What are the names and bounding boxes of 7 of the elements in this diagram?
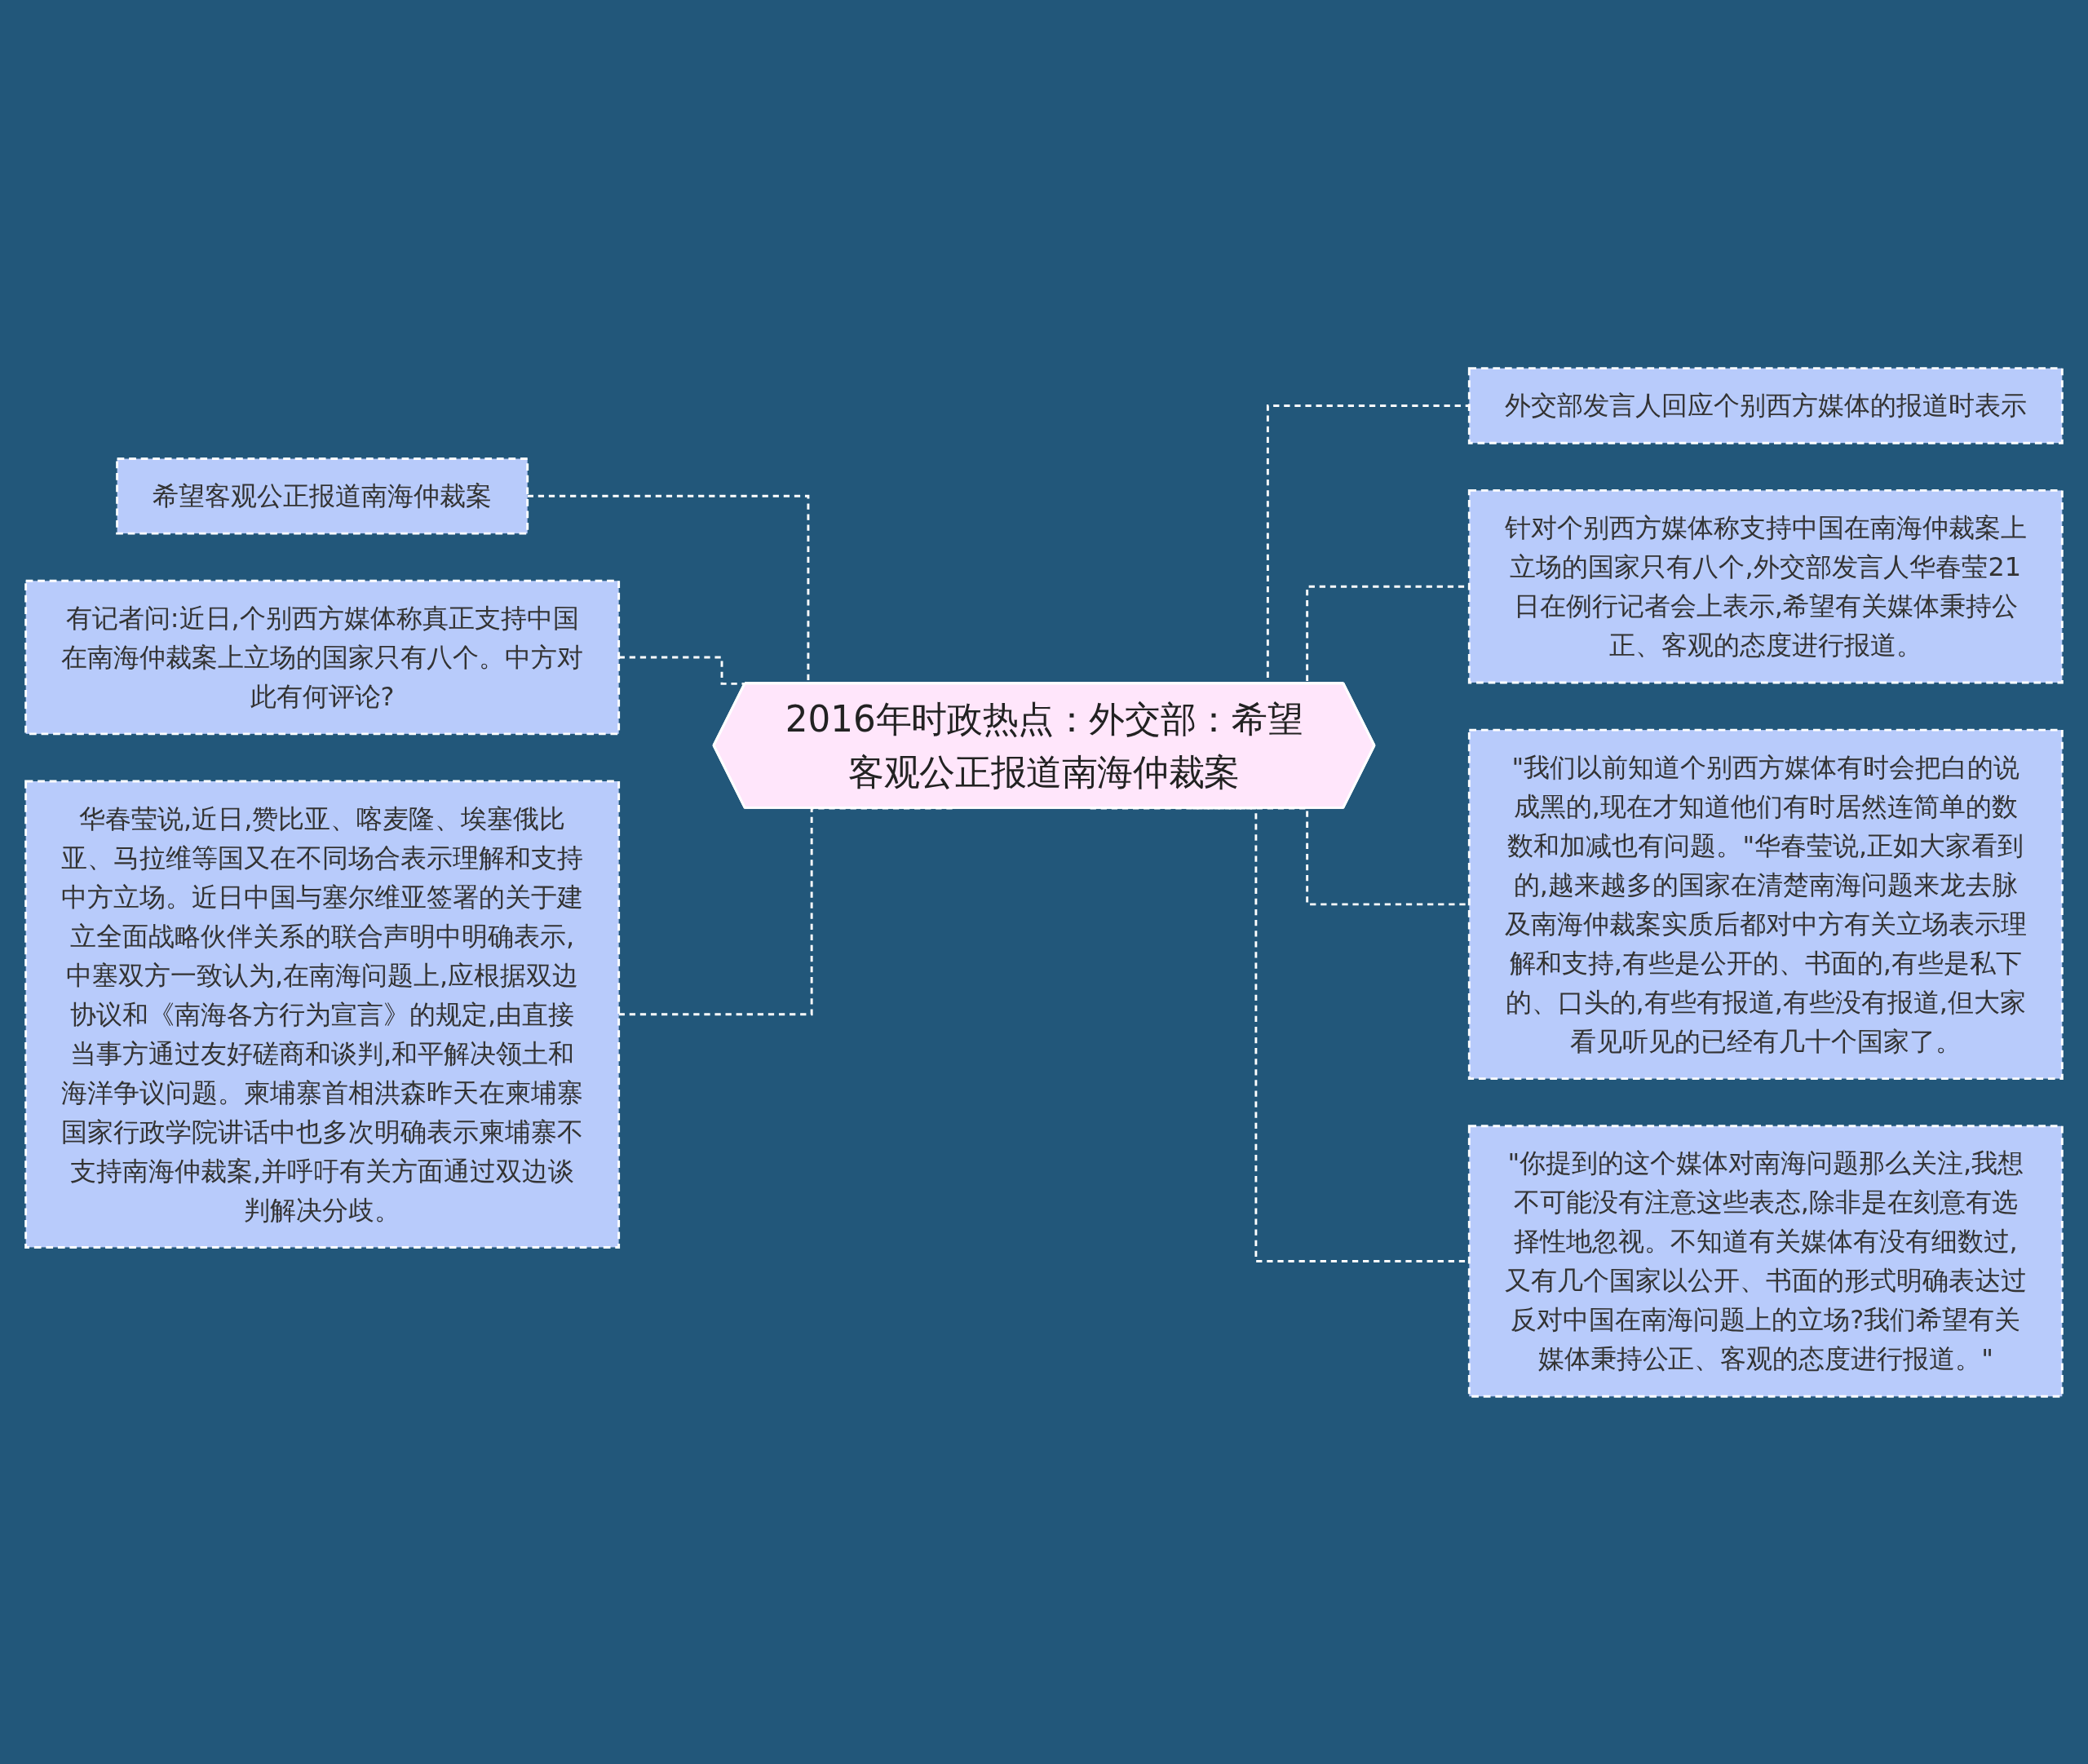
node-box: "我们以前知道个别西方媒体有时会把白的说成黑的,现在才知道他们有时居然连简单的数数和加减也有问题。"华春莹说,正如大家看到的,越来越多的国家在清楚南海问题来龙去脉及南海仲裁案实质后都对中方有关立场表示理解和支持,有些是公开的、书面的,有些是私下的、口头的,有些有报道,有些没有报道,但大家看见听见的已经有几十个国家了。 bbox=[1467, 728, 2064, 1080]
node-box: 华春莹说,近日,赞比亚、喀麦隆、埃塞俄比亚、马拉维等国又在不同场合表示理解和支持中方立场。近日中国与塞尔维亚签署的关于建立全面战略伙伴关系的联合声明中明确表示,中塞双方一致认为,在南海问题上,应根据双边协议和《南海各方行为宣言》的规定,由直接当事方通过友好磋商和谈判,和平解决领土和海洋争议问题。柬埔寨首相洪森昨天在柬埔寨国家行政学院讲话中也多次明确表示柬埔寨不支持南海仲裁案,并呼吁有关方面通过双边谈判解决分歧。 bbox=[24, 780, 621, 1249]
node-box: "你提到的这个媒体对南海问题那么关注,我想不可能没有注意这些表态,除非是在刻意有选择性地忽视。不知道有关媒体有没有细数过,又有几个国家以公开、书面的形式明确表达过反对中国在南海问题上的立场?我们希望有关媒体秉持公正、客观的态度进行报道。" bbox=[1467, 1124, 2064, 1398]
node-box: 外交部发言人回应个别西方媒体的报道时表示 bbox=[1467, 366, 2064, 444]
node-box: 有记者问:近日,个别西方媒体称真正支持中国在南海仲裁案上立场的国家只有八个。中方对此有何评论? bbox=[24, 579, 621, 735]
node-box: 针对个别西方媒体称支持中国在南海仲裁案上立场的国家只有八个,外交部发言人华春莹21日在例行记者会上表示,希望有关媒体秉持公正、客观的态度进行报道。 bbox=[1467, 489, 2064, 683]
node-box: 希望客观公正报道南海仲裁案 bbox=[116, 457, 529, 535]
